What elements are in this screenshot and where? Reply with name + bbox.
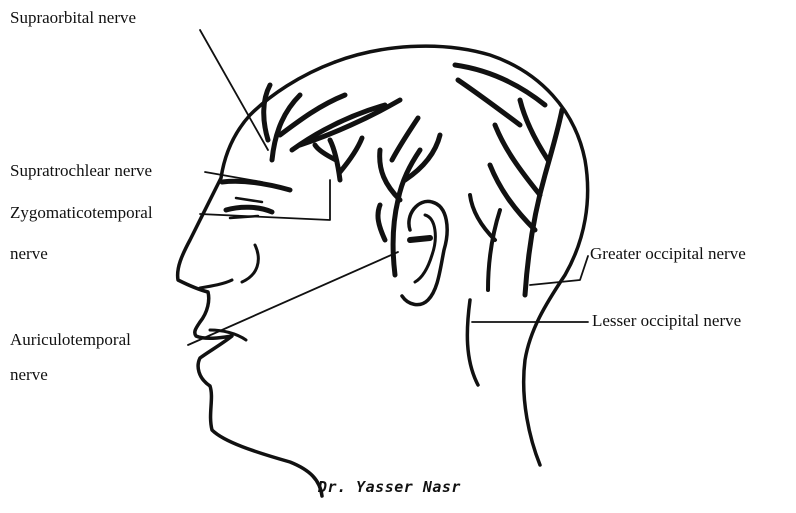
eyebrow: [222, 181, 290, 190]
lesser-occipital-branches: [470, 195, 500, 290]
author-signature: Dr. Yasser Nasr: [318, 478, 461, 496]
label-supraorbital-nerve: Supraorbital nerve: [10, 8, 136, 28]
face-profile-outline: [178, 62, 335, 496]
label-supratrochlear-nerve: Supratrochlear nerve: [10, 161, 152, 181]
temporal-branches: [378, 118, 440, 275]
label-zygomaticotemporal-line1: Zygomaticotemporal: [10, 203, 153, 223]
label-zygomaticotemporal-line2: nerve: [10, 244, 48, 264]
ear-inner: [415, 215, 435, 282]
label-greater-occipital-nerve: Greater occipital nerve: [590, 244, 746, 264]
cheek-line: [242, 245, 258, 282]
label-lesser-occipital-nerve: Lesser occipital nerve: [592, 311, 741, 331]
ear-outline: [402, 201, 447, 304]
greater-occipital-branches: [455, 65, 562, 295]
supratrochlear-branches: [315, 138, 362, 180]
ear-lobe-mark: [410, 238, 430, 240]
label-auriculotemporal-line2: nerve: [10, 365, 48, 385]
eye-lid: [226, 207, 272, 212]
nostril: [200, 280, 232, 288]
neck-outline: [467, 300, 478, 385]
label-auriculotemporal-line1: Auriculotemporal: [10, 330, 131, 350]
